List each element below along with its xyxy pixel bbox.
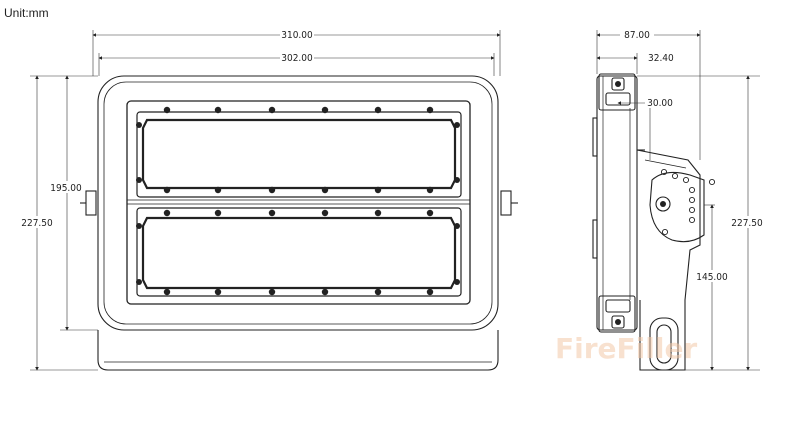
- dim-body-height: 195.00: [50, 183, 82, 194]
- side-bracket: [636, 149, 701, 371]
- dim-overall-width: 310.00: [281, 30, 313, 41]
- side-view: [592, 30, 760, 371]
- left-pivot: [85, 190, 97, 216]
- watermark-logo: FireFiller: [555, 332, 697, 365]
- dim-bracket-offset: 30.00: [647, 98, 673, 109]
- dim-inner-width: 302.00: [281, 53, 313, 64]
- side-body: [596, 75, 638, 331]
- side-bottom-block: [598, 295, 636, 333]
- dim-overall-depth: 87.00: [624, 30, 650, 41]
- dim-pivot-height: 145.00: [696, 272, 728, 283]
- side-pivot-bolt: [655, 196, 671, 212]
- front-lens-frame: [126, 100, 471, 305]
- front-housing-outer: [97, 75, 499, 331]
- side-pivot-hub: [649, 171, 705, 243]
- front-screws: [136, 106, 460, 296]
- top-led-module: [136, 111, 462, 198]
- side-top-block: [598, 73, 636, 111]
- bottom-led-module: [136, 207, 462, 297]
- dim-front-overall-height: 227.50: [21, 218, 53, 229]
- right-pivot: [500, 190, 512, 216]
- front-view: [30, 30, 518, 371]
- dim-body-depth: 32.40: [648, 53, 674, 64]
- top-led-gasket: [141, 118, 457, 190]
- side-bracket-slot: [649, 317, 679, 371]
- front-bottom-bracket: [97, 330, 499, 371]
- dim-side-overall-height: 227.50: [731, 218, 763, 229]
- bottom-led-gasket: [141, 216, 457, 290]
- unit-label: Unit:mm: [4, 6, 49, 20]
